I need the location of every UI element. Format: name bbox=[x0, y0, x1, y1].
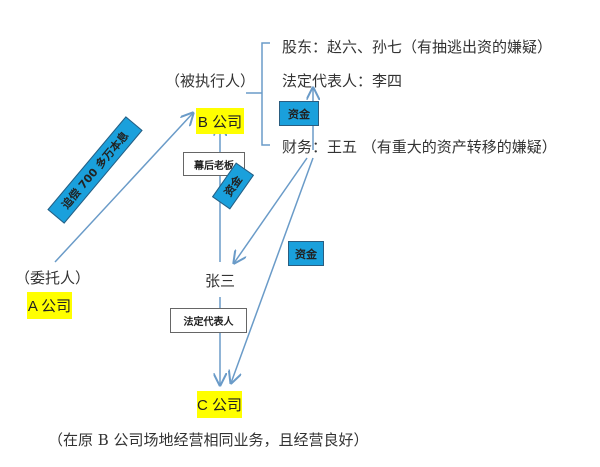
zhangsan-node: 张三 bbox=[205, 272, 236, 290]
members-bracket bbox=[246, 42, 270, 146]
funds-label-1: 资金 bbox=[279, 101, 319, 126]
finance-text: 财务：王五 （有重大的资产转移的嫌疑） bbox=[282, 138, 557, 156]
funds-label-3: 资金 bbox=[288, 241, 324, 266]
shareholders-text: 股东：赵六、孙七（有抽逃出资的嫌疑） bbox=[282, 38, 553, 56]
legal-rep-edge-label: 法定代表人 bbox=[170, 308, 247, 333]
b-role-label: （被执行人） bbox=[165, 72, 256, 90]
a-role-label: （委托人） bbox=[15, 269, 91, 287]
c-company-note: （在原 B 公司场地经营相同业务，且经营良好） bbox=[48, 431, 369, 449]
a-company-node: A 公司 bbox=[27, 292, 72, 319]
b-company-node: B 公司 bbox=[196, 108, 244, 134]
arrow-finance-to-c bbox=[231, 157, 314, 383]
legal-rep-text: 法定代表人：李四 bbox=[282, 72, 403, 90]
c-company-node: C 公司 bbox=[197, 391, 242, 418]
arrow-finance-to-zhangsan bbox=[234, 157, 308, 263]
arrow-a-to-b bbox=[54, 113, 193, 263]
